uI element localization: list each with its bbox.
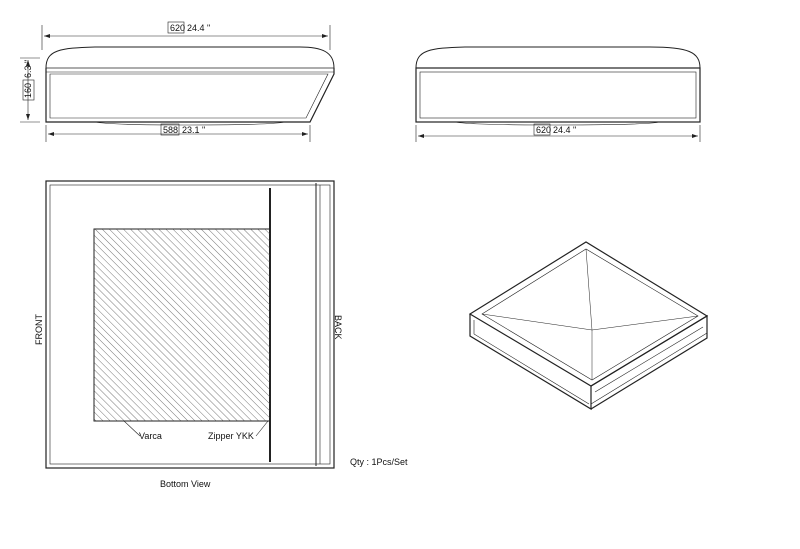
front-width-mm: 620 (170, 23, 185, 33)
bottom-view-caption: Bottom View (160, 479, 211, 489)
front-base-mm: 588 (163, 125, 178, 135)
front-label: FRONT (34, 314, 44, 345)
zipper-label: Zipper YKK (208, 431, 254, 441)
back-label: BACK (333, 315, 343, 340)
quantity-label: Qty : 1Pcs/Set (350, 457, 408, 467)
isometric-view (468, 241, 709, 411)
front-height-mm: 160 (23, 83, 33, 98)
side-width-mm: 620 (536, 125, 551, 135)
side-width-in: 24.4 " (553, 125, 576, 135)
front-base-in: 23.1 " (182, 125, 205, 135)
front-height-in: 6.3 " (23, 60, 33, 78)
varca-label: Varca (139, 431, 162, 441)
front-width-in: 24.4 " (187, 23, 210, 33)
front-view (20, 21, 335, 142)
bottom-view (45, 180, 335, 469)
side-view (415, 46, 701, 142)
varca-fabric-panel (93, 228, 271, 422)
